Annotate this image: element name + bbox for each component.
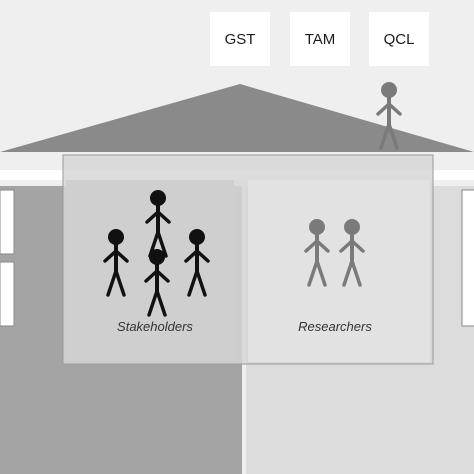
stakeholders-panel [66,180,234,362]
roof [0,84,474,152]
researchers-caption: Researchers [298,319,372,334]
tam-label: TAM [304,30,336,48]
tam-label-box: TAM [290,12,350,66]
left-window-upper [0,189,15,255]
stakeholders-caption: Stakeholders [117,319,193,334]
qcl-label: QCL [383,30,415,48]
qcl-label-box: QCL [369,12,429,66]
researchers-panel [248,180,430,362]
gst-label: GST [224,30,256,48]
left-window-lower [0,261,15,327]
right-window [461,189,474,327]
gst-label-box: GST [210,12,270,66]
